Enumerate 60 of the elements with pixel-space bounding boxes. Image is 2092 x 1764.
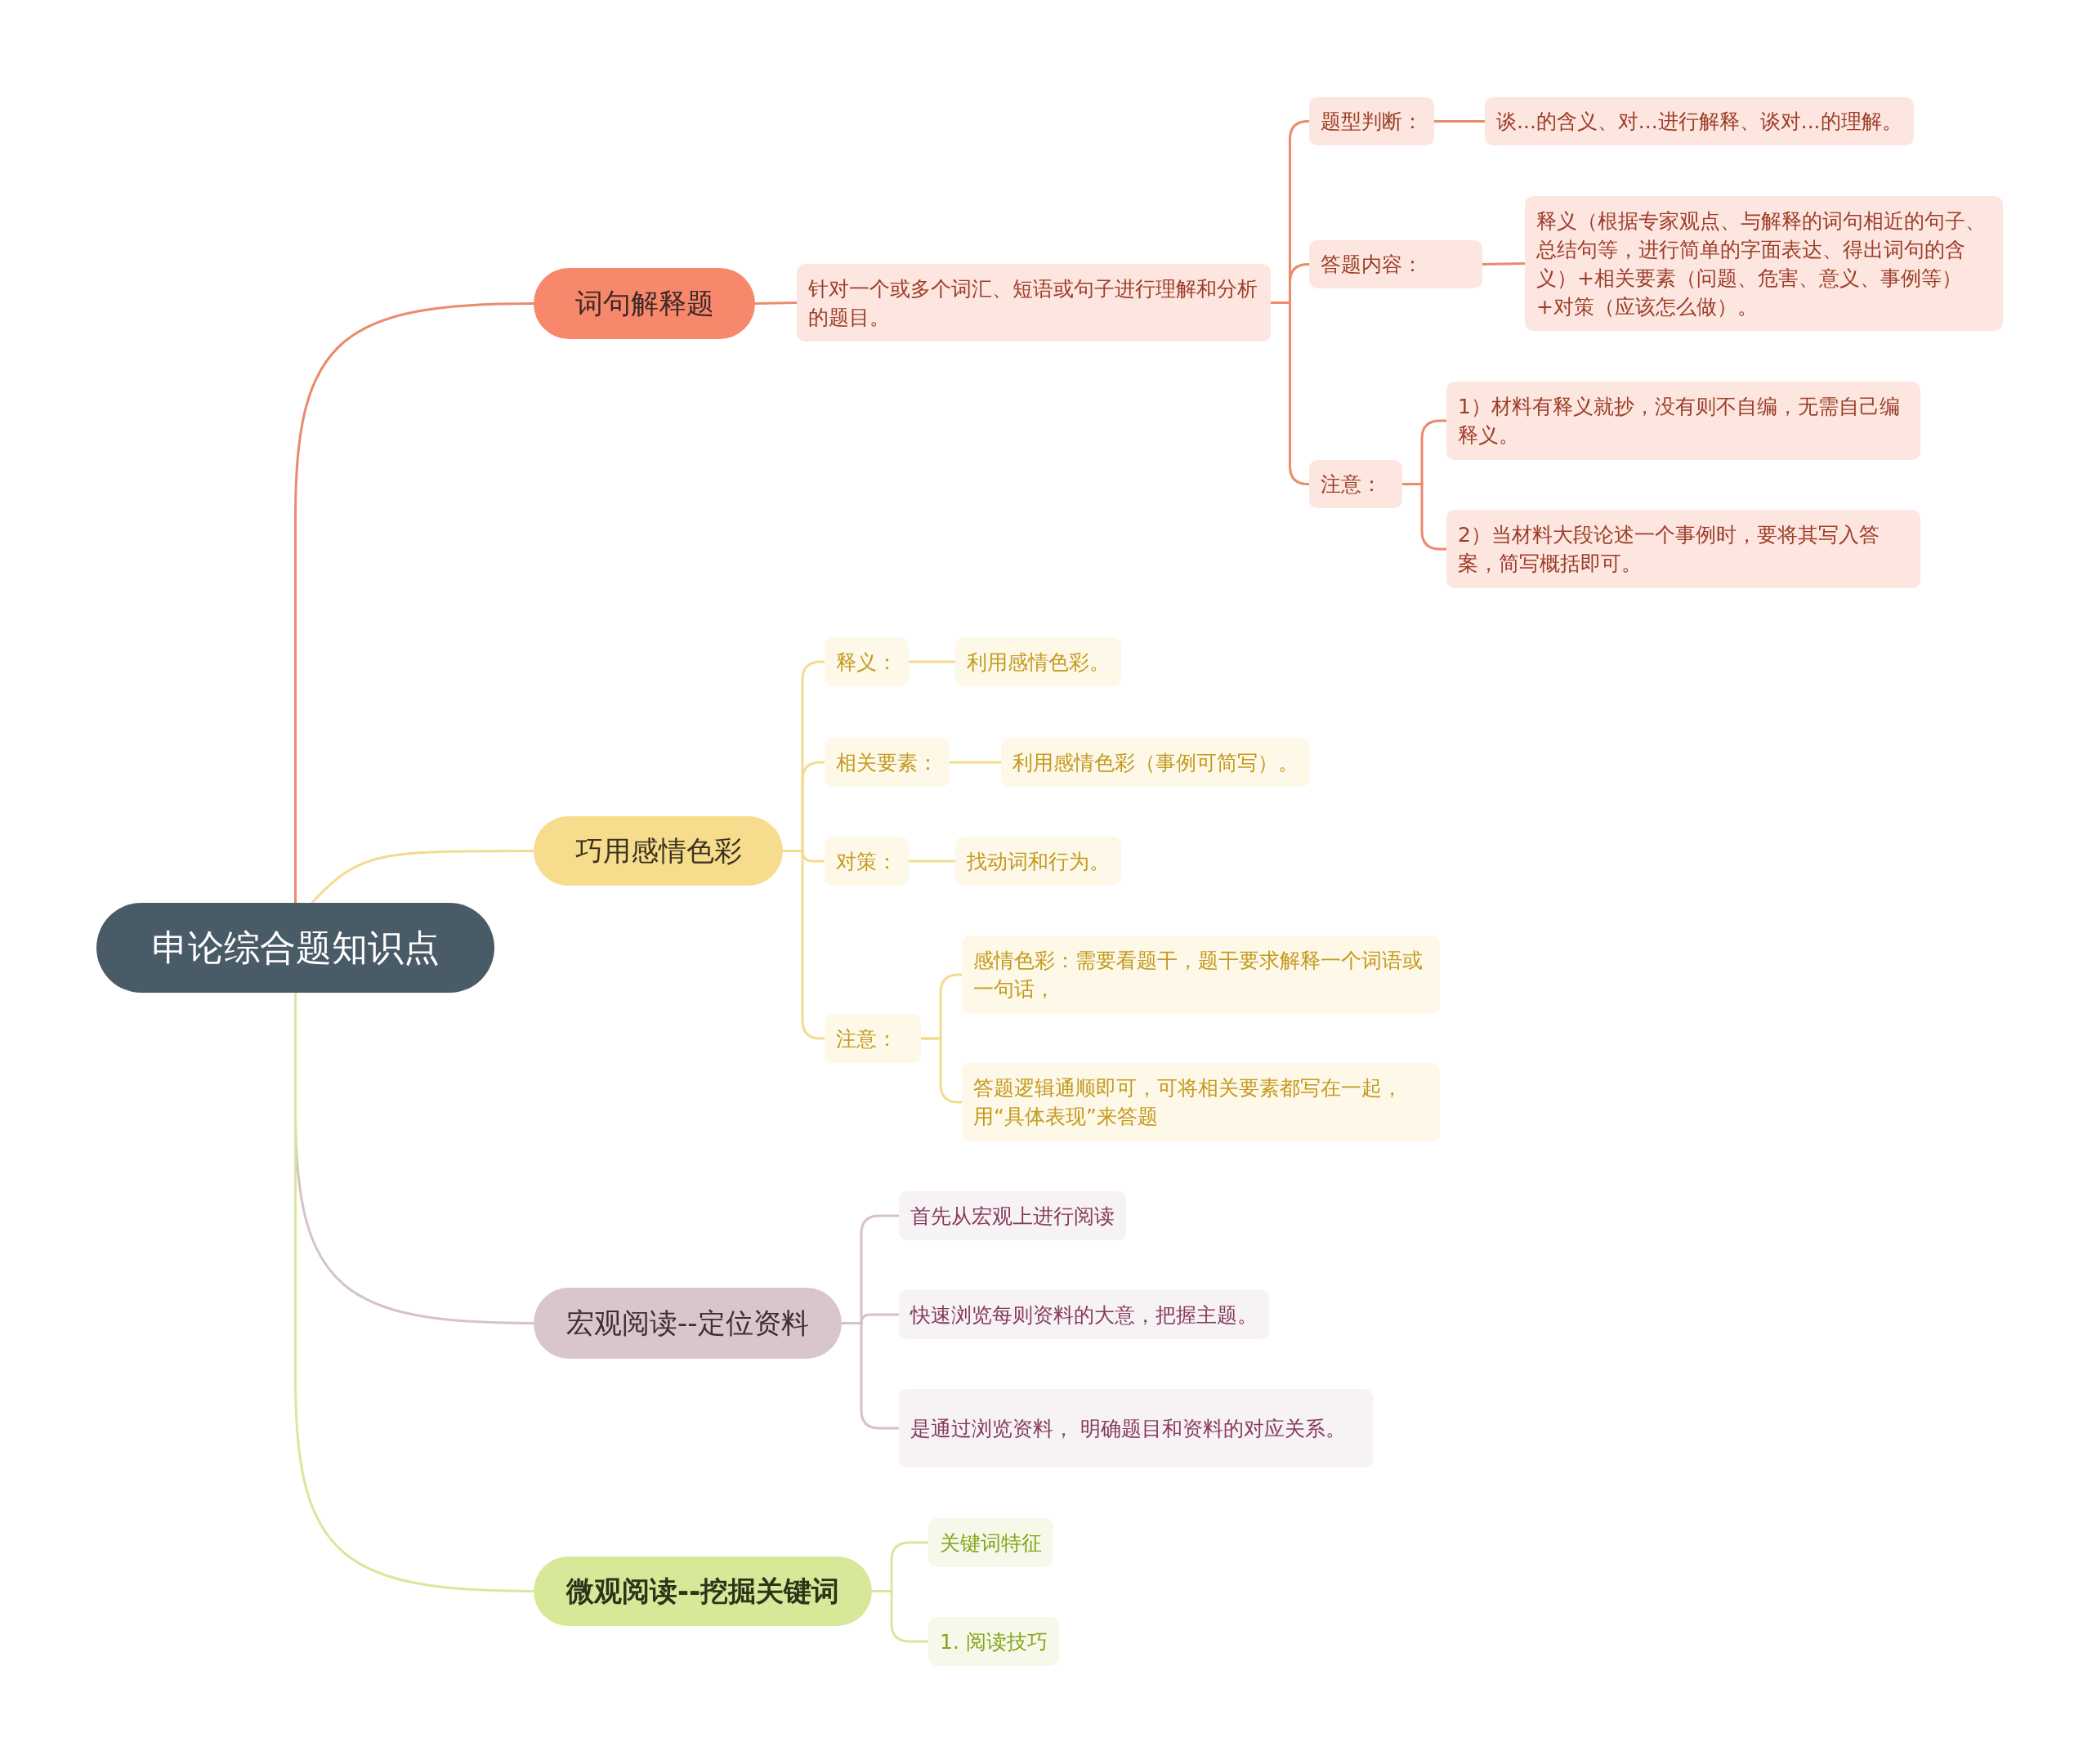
topic-text: 首先从宏观上进行阅读 [910, 1203, 1115, 1230]
topic-text: 1）材料有释义就抄，没有则不自编，无需自己编释义。 [1458, 394, 1901, 449]
subtopic-box [928, 1617, 1059, 1666]
subtopic-box [825, 738, 950, 787]
subtopic-box [1446, 382, 1920, 460]
subtopic-box [825, 637, 909, 686]
topic-text: 是通过浏览资料， 明确题目和资料的对应关系。 [910, 1415, 1346, 1442]
topic-text: 针对一个或多个词汇、短语或句子进行理解和分析的题目。 [808, 275, 1258, 331]
topic-text: 宏观阅读--定位资料 [566, 1305, 809, 1341]
topic-text: 利用感情色彩。 [967, 649, 1110, 676]
subtopic-box [962, 936, 1440, 1014]
topic-text: 释义（根据专家观点、与解释的词句相近的句子、总结句等，进行简单的字面表达、得出词句的含义）+相关要素（问题、危害、意义、事例等）+对策（应该怎么做）。 [1536, 208, 1987, 320]
connector-line [754, 301, 798, 305]
topic-text: 2）当材料大段论述一个事例时，要将其写入答案，简写概括即可。 [1458, 522, 1880, 577]
topic-text: 感情色彩：需要看题干，题干要求解释一个词语或一句话， [973, 948, 1424, 1003]
subtopic-box [797, 264, 1271, 342]
topic-text: 微观阅读--挖掘关键词 [566, 1573, 840, 1609]
subtopic-box [955, 837, 1121, 886]
topic-text: 快速浏览每则资料的大意，把握主题。 [910, 1302, 1258, 1329]
subtopic-box [1485, 97, 1914, 145]
topic-text: 注意： [836, 1025, 897, 1052]
subtopic-box [1309, 240, 1482, 288]
connector-line [294, 993, 534, 1592]
connector-line [909, 860, 955, 863]
subtopic-box [825, 837, 909, 886]
subtopic-box [1309, 97, 1434, 145]
topic-text: 答题内容： [1321, 252, 1423, 278]
topic-text: 1. 阅读技巧 [940, 1628, 1048, 1655]
subtopic-box [928, 1518, 1053, 1567]
connector-line [842, 1322, 899, 1430]
topic-text: 词句解释题 [574, 285, 714, 321]
subtopic-box [899, 1389, 1373, 1467]
topic-text: 申论综合题知识点 [151, 925, 440, 970]
connector-line [1434, 120, 1485, 123]
topic-text: 相关要素： [836, 749, 938, 776]
topic-text: 题型判断： [1321, 109, 1423, 135]
subtopic-box [955, 637, 1121, 686]
topic-text: 找动词和行为。 [967, 848, 1110, 875]
connector-line [311, 850, 534, 904]
connector-line [872, 1590, 928, 1643]
connector-line [950, 761, 1001, 764]
topic-text: 谈...的含义、对...进行解释、谈对...的理解。 [1496, 109, 1902, 135]
connector-line [294, 302, 534, 903]
subtopic-box [899, 1191, 1126, 1240]
subtopic-box [899, 1290, 1269, 1339]
subtopic-box [1309, 460, 1402, 508]
connector-line [909, 660, 955, 663]
subtopic-box [1525, 196, 2003, 331]
topic-text: 释义： [836, 649, 897, 676]
topic-text: 巧用感情色彩 [574, 833, 742, 869]
subtopic-box [1001, 738, 1310, 787]
subtopic-box [962, 1063, 1440, 1141]
connector-line [1482, 262, 1526, 266]
subtopic-box [825, 1014, 921, 1063]
topic-text: 对策： [836, 848, 897, 875]
topic-text: 利用感情色彩（事例可简写）。 [1012, 749, 1299, 776]
topic-text: 关键词特征 [940, 1530, 1042, 1556]
topic-text: 答题逻辑通顺即可，可将相关要素都写在一起，用“具体表现”来答题 [973, 1075, 1403, 1130]
topic-text: 注意： [1321, 471, 1382, 498]
subtopic-box [1446, 510, 1920, 588]
